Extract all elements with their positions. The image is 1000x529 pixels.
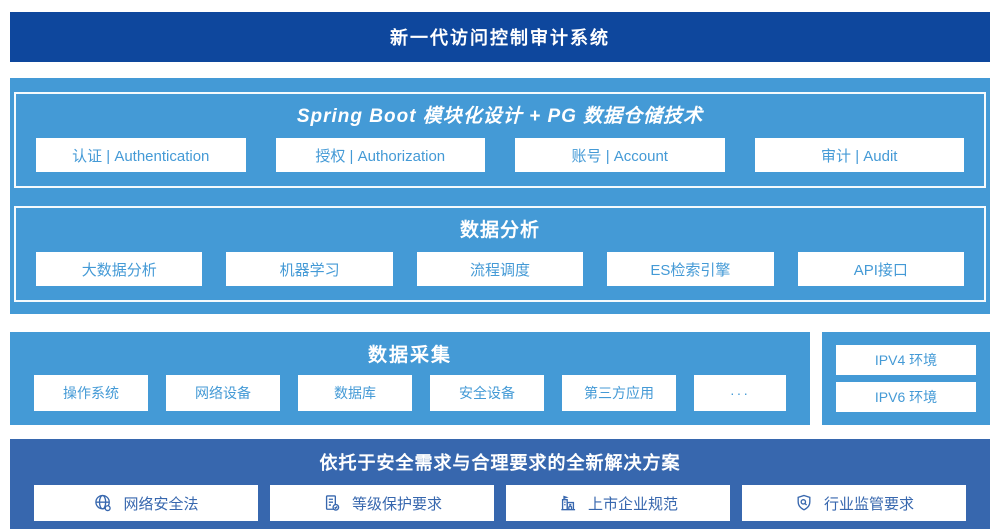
solution-chip-label: 等级保护要求 [351,495,442,513]
analysis-chip-api: API接口 [797,252,965,286]
module-chip-audit: 审计 | Audit [754,138,964,172]
analysis-panel: 数据分析 大数据分析 机器学习 流程调度 ES检索引擎 API接口 [14,206,986,302]
analysis-chip-row: 大数据分析 机器学习 流程调度 ES检索引擎 API接口 [16,252,984,300]
collection-chip-network: 网络设备 [166,375,280,411]
modules-panel: Spring Boot 模块化设计 + PG 数据仓储技术 认证 | Authe… [14,92,986,188]
analysis-chip-es: ES检索引擎 [607,252,774,286]
analysis-chip-ml: 机器学习 [226,252,393,286]
collection-title: 数据采集 [367,345,452,366]
collection-panel: 数据采集 操作系统 网络设备 数据库 安全设备 第三方应用 ··· [10,332,810,425]
shield-search-icon [794,493,814,513]
module-chip-authorization: 授权 | Authorization [275,138,485,172]
solution-title: 依托于安全需求与合理要求的全新解决方案 [319,453,681,473]
analysis-chip-workflow: 流程调度 [416,252,584,286]
globe-icon [93,493,113,513]
solution-chip-cybersecurity-law: 网络安全法 [34,485,258,521]
collection-chip-security: 安全设备 [430,375,544,411]
solution-chip-row: 网络安全法 等级保护要求 [10,475,990,521]
solution-chip-industry-regulation: 行业监管要求 [742,485,966,521]
solution-chip-label: 行业监管要求 [823,495,914,513]
solution-section: 依托于安全需求与合理要求的全新解决方案 网络安全法 [10,439,990,529]
analysis-panel-title: 数据分析 [459,220,540,241]
solution-chip-label: 网络安全法 [123,495,199,513]
module-chip-account: 账号 | Account [515,138,725,172]
system-title: 新一代访问控制审计系统 [390,28,610,48]
checklist-icon [322,493,342,513]
collection-chip-thirdparty: 第三方应用 [562,375,676,411]
solution-chip-label: 上市企业规范 [587,495,678,513]
modules-panel-title: Spring Boot 模块化设计 + PG 数据仓储技术 [296,106,704,127]
module-chip-authentication: 认证 | Authentication [36,138,246,172]
platform-section: Spring Boot 模块化设计 + PG 数据仓储技术 认证 | Authe… [10,78,990,314]
building-icon [558,493,578,513]
ipv6-chip: IPV6 环境 [836,382,976,412]
collection-chip-row: 操作系统 网络设备 数据库 安全设备 第三方应用 ··· [10,367,810,411]
analysis-chip-bigdata: 大数据分析 [36,252,203,286]
middle-row: 数据采集 操作系统 网络设备 数据库 安全设备 第三方应用 ··· IPV4 环… [10,332,990,425]
collection-chip-ellipsis: ··· [694,375,786,411]
ipv4-chip: IPV4 环境 [836,345,976,375]
solution-chip-listed-company: 上市企业规范 [506,485,730,521]
solution-chip-classified-protection: 等级保护要求 [270,485,494,521]
ip-environments-panel: IPV4 环境 IPV6 环境 [822,332,990,425]
collection-chip-database: 数据库 [298,375,412,411]
collection-chip-os: 操作系统 [34,375,148,411]
modules-chip-row: 认证 | Authentication 授权 | Authorization 账… [16,138,984,186]
system-title-banner: 新一代访问控制审计系统 [10,12,990,62]
